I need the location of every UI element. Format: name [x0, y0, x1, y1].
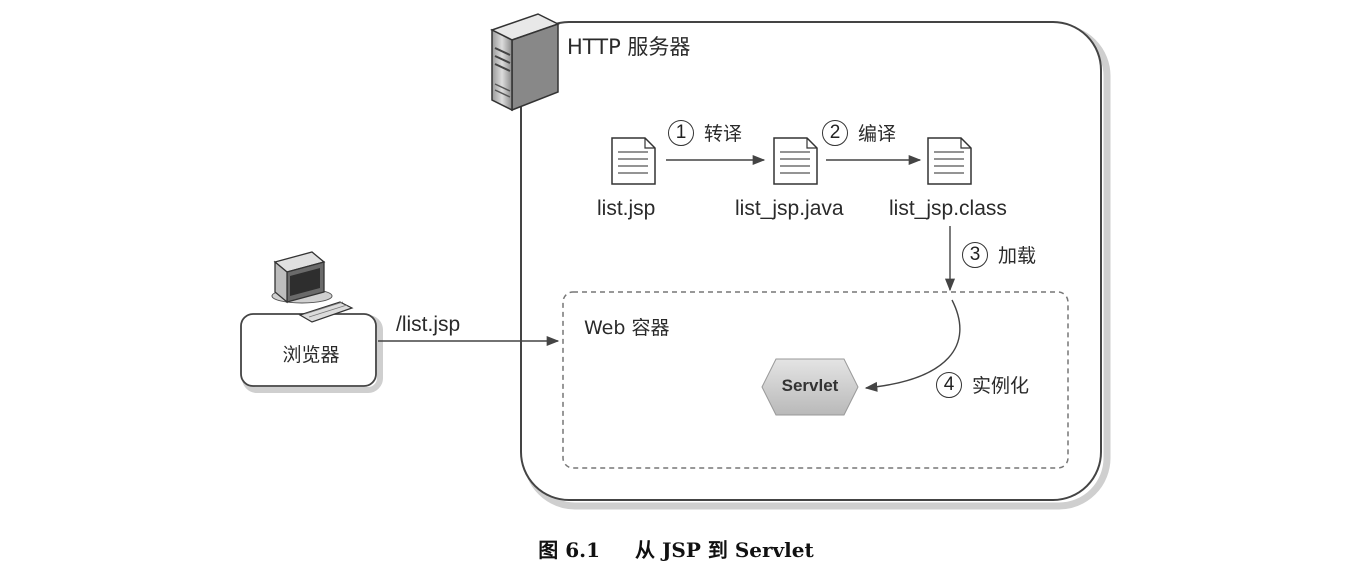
server-label: HTTP 服务器	[567, 35, 691, 59]
step-label: 加载	[998, 245, 1037, 267]
web-container-label: Web 容器	[584, 317, 670, 339]
web-container-box	[562, 291, 1069, 469]
file-label-class: list_jsp.class	[889, 197, 1007, 220]
step-load: 3 加载	[962, 241, 1036, 268]
step-compile: 2 编译	[822, 119, 896, 146]
step-number: 1	[668, 119, 694, 146]
file-label-java: list_jsp.java	[735, 197, 844, 220]
figure-caption: 图 6.1 从 JSP 到 Servlet	[0, 534, 1352, 563]
servlet-label: Servlet	[781, 376, 839, 395]
file-label-jsp: list.jsp	[597, 197, 656, 220]
file-icon-jsp	[611, 137, 656, 185]
step-instantiate: 4 实例化	[936, 371, 1029, 398]
server-icon	[490, 13, 560, 112]
step-translate: 1 转译	[668, 119, 742, 146]
step-label: 实例化	[972, 375, 1030, 397]
computer-icon	[271, 251, 354, 323]
step-number: 2	[822, 119, 848, 146]
figure-title: 从 JSP 到 Servlet	[635, 538, 814, 562]
request-path-label: /list.jsp	[396, 313, 461, 336]
step-number: 4	[936, 371, 962, 398]
file-icon-class	[927, 137, 972, 185]
figure-number: 图 6.1	[538, 538, 601, 562]
arrow-instantiate	[864, 299, 961, 392]
file-icon-java	[773, 137, 818, 185]
browser-label: 浏览器	[282, 344, 340, 366]
step-label: 转译	[704, 123, 743, 145]
step-label: 编译	[858, 123, 897, 145]
servlet-hexagon	[761, 358, 859, 416]
step-number: 3	[962, 241, 988, 268]
